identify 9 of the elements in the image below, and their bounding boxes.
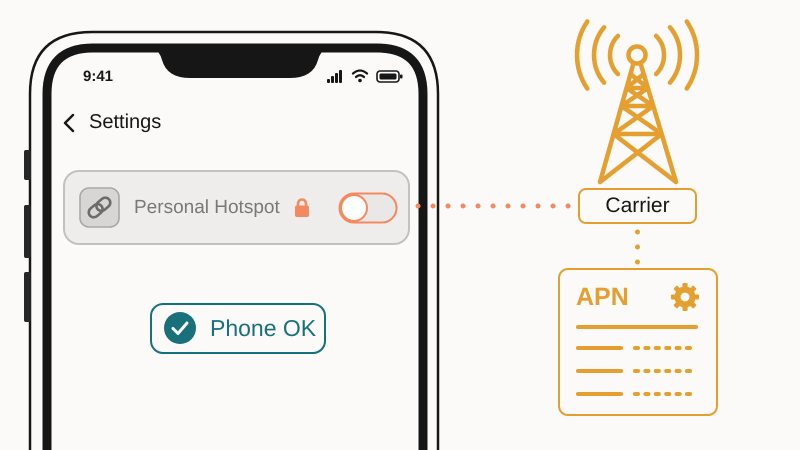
label-tag: Carrier bbox=[578, 188, 697, 224]
status-badge bbox=[150, 303, 326, 354]
settings-row bbox=[63, 170, 410, 245]
settings-card bbox=[558, 268, 718, 416]
card-title: APN bbox=[576, 283, 629, 311]
row-label: Personal Hotspot bbox=[134, 196, 280, 220]
screen-title: Settings bbox=[89, 110, 162, 134]
status-label: Phone OK bbox=[210, 314, 316, 343]
status-time: 9:41 bbox=[83, 68, 114, 85]
